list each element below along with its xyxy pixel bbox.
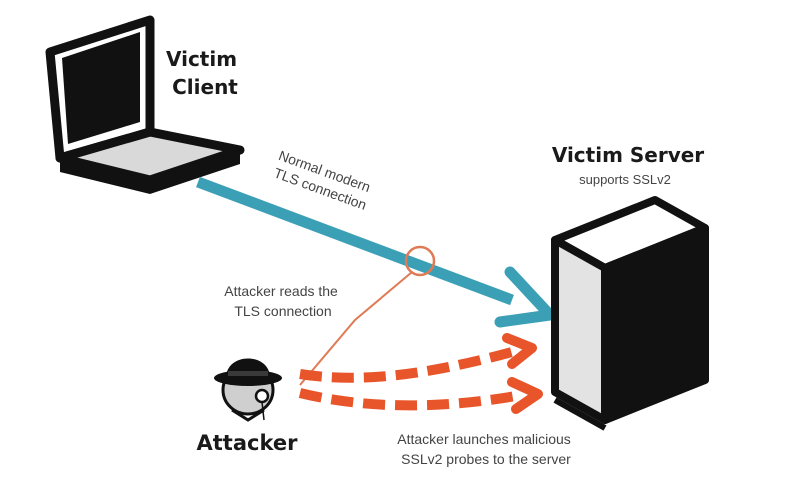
server-tower-icon [551,0,709,431]
wiretap-link [299,245,436,386]
attacker-reads-label: Attacker reads the TLS connection [224,283,342,319]
spy-hat-monocle-icon [214,358,282,422]
sslv2-probe-arrows [298,333,543,414]
server-note-label: supports SSLv2 [579,172,671,187]
attacker-label: Attacker [197,431,299,455]
intercept-point [404,245,436,277]
laptop-icon [45,15,245,194]
tls-connection-label: Normal modern TLS connection [270,147,376,213]
victim-server-label: Victim Server [552,143,704,167]
tls-connection-arrow [196,176,556,328]
server-vents [680,0,692,68]
attacker-launches-label: Attacker launches malicious SSLv2 probes… [397,431,574,467]
victim-client-label: Victim Client [166,47,244,99]
